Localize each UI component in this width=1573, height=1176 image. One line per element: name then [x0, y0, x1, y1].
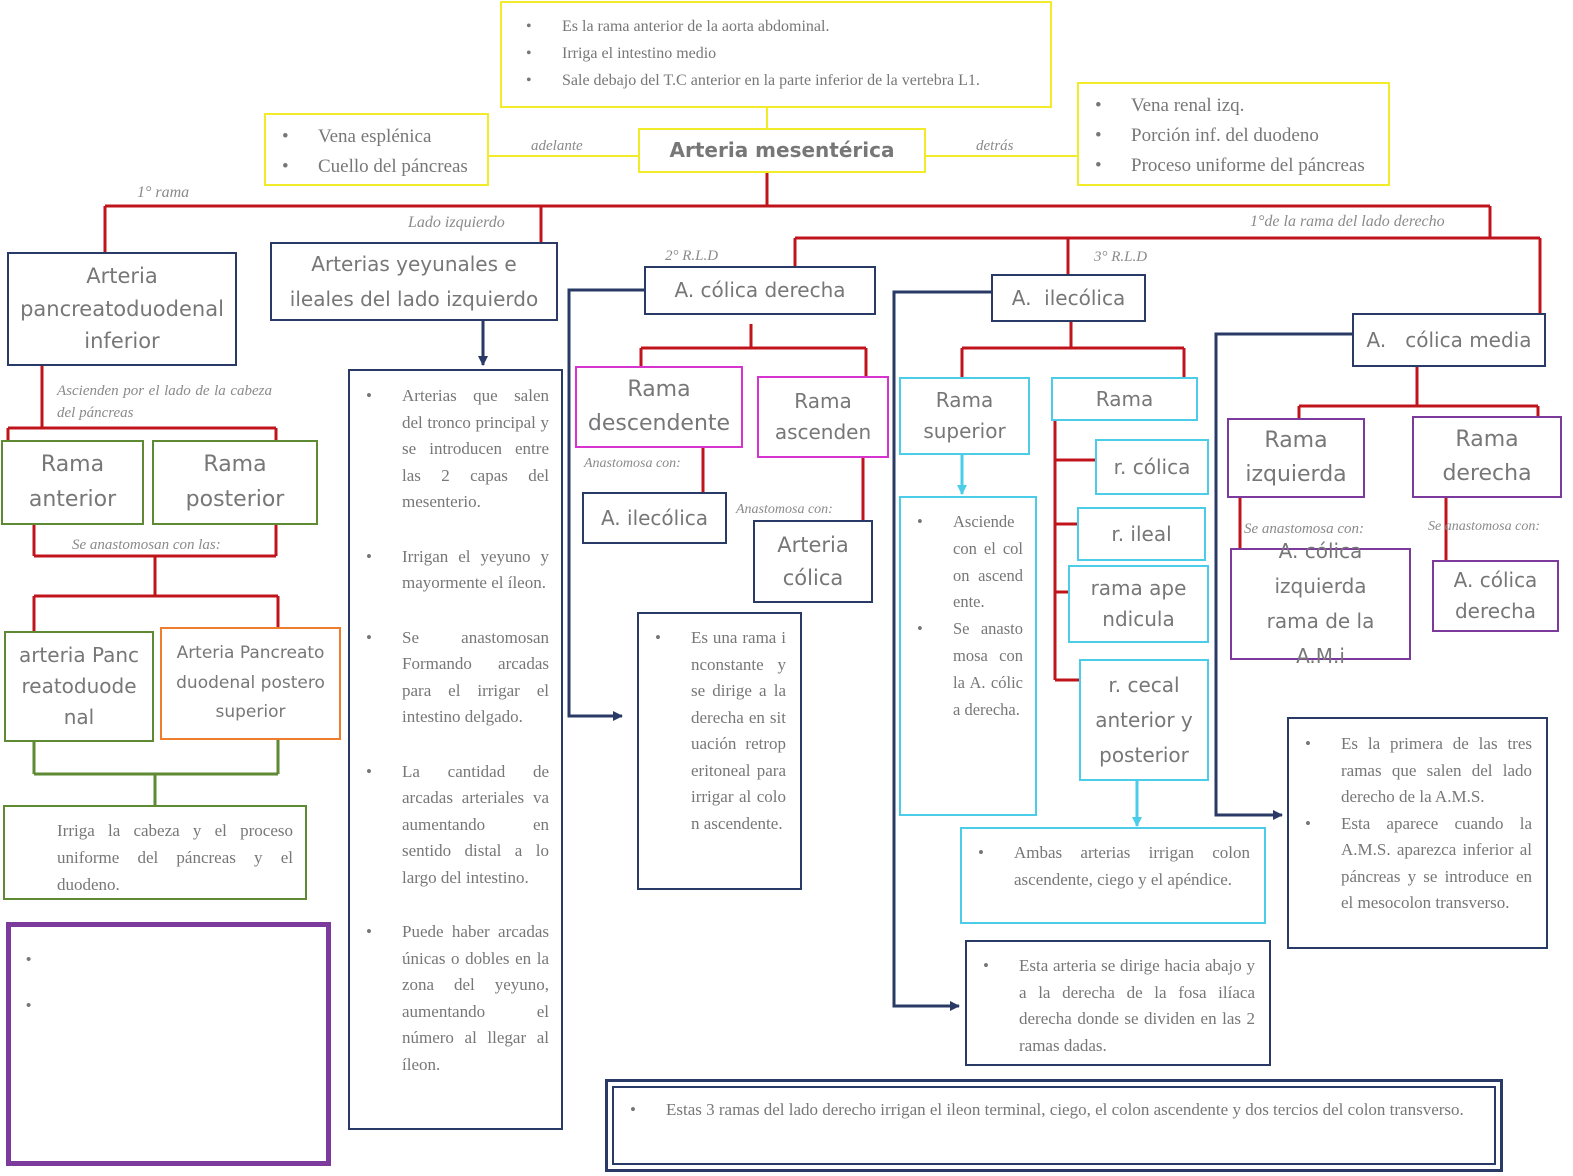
esta-item: Esta arteria se dirige hacia abajo y a l… [983, 953, 1255, 1059]
bottom-inner: Estas 3 ramas del lado derecho irrigan e… [612, 1086, 1496, 1165]
rama-box: Rama [1051, 377, 1198, 421]
colica-izquierda-target: A. cólica izquierda rama de la A.M.i [1230, 539, 1411, 668]
behind-item: Porción inf. del duodeno [1095, 121, 1388, 151]
colica-media-title: A. cólica media [1352, 313, 1546, 367]
bottom-item: Estas 3 ramas del lado derecho irrigan e… [630, 1097, 1484, 1124]
empty-bullet: • [26, 997, 32, 1014]
front-item: Cuello del páncreas [282, 152, 487, 182]
pancreatoduodenal-title: Arteria pancreatoduodenal inferior [7, 252, 237, 366]
yeyunales-item: Se anastomosan Formando arcadas para el … [366, 625, 549, 731]
behind-label: detrás [976, 138, 1014, 154]
colica-media-info-item: Es la primera de las tres ramas que sale… [1305, 731, 1532, 811]
front-label: adelante [531, 138, 583, 154]
arteria-posterosuperior: Arteria Pancreatoduodenal posterosuperio… [160, 627, 341, 740]
asciende-item: Asciende con el colon ascendente. [917, 509, 1023, 616]
colica-derecha-info: Es una rama inconstante y se dirige a la… [637, 612, 802, 890]
left-side-label: Lado izquierdo [408, 214, 505, 231]
behind-item: Proceso uniforme del páncreas [1095, 151, 1388, 181]
colica-media-info-item: Esta aparece cuando la A.M.S. aparezca i… [1305, 811, 1532, 917]
third-rld-label: 3° R.L.D [1094, 249, 1148, 265]
yeyunales-item: La cantidad de arcadas arteriales va aum… [366, 759, 549, 892]
top-info-item: Es la rama anterior de la aorta abdomina… [526, 13, 1042, 40]
r-colica: r. cólica [1095, 439, 1209, 495]
ileocolica-title: A. ilecólica [991, 274, 1146, 322]
yeyunales-item: Arterias que salen del tronco principal … [366, 383, 549, 516]
empty-list-box: • • [6, 922, 331, 1166]
behind-item: Vena renal izq. [1095, 91, 1388, 121]
asciende-box: Asciende con el colon ascendente. Se ana… [899, 496, 1037, 816]
rama-anterior: Rama anterior [1, 440, 144, 525]
anastomosa-label: Anastomosa con: [736, 502, 833, 517]
front-item: Vena esplénica [282, 122, 487, 152]
second-rld-label: 2° R.L.D [665, 248, 719, 264]
first-branch-label: 1° rama [137, 184, 190, 201]
rama-ascendente: Rama ascenden [757, 376, 889, 458]
anastomosa-label: Se anastomosa con: [1428, 519, 1540, 534]
ambas-item: Ambas arterias irrigan colon ascendente,… [978, 840, 1250, 893]
yeyunales-item: Irrigan el yeyuno y mayormente el íleon. [366, 544, 549, 597]
ileocolica-target: A. ilecólica [582, 492, 727, 544]
yeyunales-title: Arterias yeyunales e ileales del lado iz… [270, 242, 558, 321]
rama-posterior: Rama posterior [152, 440, 318, 525]
rama-apendicular: rama apendicula [1068, 565, 1209, 643]
yeyunales-list-box: Arterias que salen del tronco principal … [348, 369, 563, 1130]
bottom-box: Estas 3 ramas del lado derecho irrigan e… [605, 1079, 1503, 1172]
anastomosan-label: Se anastomosan con las: [72, 537, 221, 553]
top-info-item: Sale debajo del T.C anterior en la parte… [526, 67, 1042, 94]
anastomosa-label: Se anastomosa con: [1244, 521, 1364, 537]
arteria-colica: Arteria cólica [753, 520, 873, 603]
behind-box: Vena renal izq. Porción inf. del duodeno… [1077, 82, 1390, 186]
colica-derecha-title: A. cólica derecha [644, 266, 876, 315]
empty-bullet: • [26, 951, 32, 968]
asciende-item: Se anastomosa con la A. cólica derecha. [917, 616, 1023, 723]
front-box: Vena esplénica Cuello del páncreas [264, 113, 489, 186]
ascend-note: Ascienden por el lado de la cabeza del p… [57, 383, 272, 421]
yeyunales-item: Puede haber arcadas únicas o dobles en l… [366, 919, 549, 1078]
ambas-box: Ambas arterias irrigan colon ascendente,… [960, 827, 1266, 924]
rama-izquierda: Rama izquierda [1227, 418, 1365, 498]
anastomosa-label: Anastomosa con: [584, 456, 681, 471]
r-cecal: r. cecal anterior y posterior [1079, 659, 1209, 781]
colica-derecha-target: A. cólica derecha [1432, 560, 1559, 632]
rama-descendente: Rama descendente [575, 366, 743, 448]
rama-derecha: Rama derecha [1412, 416, 1562, 498]
esta-box: Esta arteria se dirige hacia abajo y a l… [965, 940, 1271, 1066]
right-side-label: 1°de la rama del lado derecho [1250, 213, 1445, 230]
arteria-pancreatoduodenal: arteria Pancreatoduodenal [4, 631, 154, 742]
irriga-box: Irriga la cabeza y el proceso uniforme d… [3, 805, 307, 900]
top-info-box: Es la rama anterior de la aorta abdomina… [500, 1, 1052, 108]
colica-derecha-info-item: Es una rama inconstante y se dirige a la… [655, 625, 786, 837]
r-ileal: r. ileal [1077, 507, 1206, 561]
top-info-item: Irriga el intestino medio [526, 40, 1042, 67]
rama-superior: Rama superior [899, 377, 1030, 455]
center-title: Arteria mesentérica [638, 128, 926, 173]
colica-media-info: Es la primera de las tres ramas que sale… [1287, 717, 1548, 949]
